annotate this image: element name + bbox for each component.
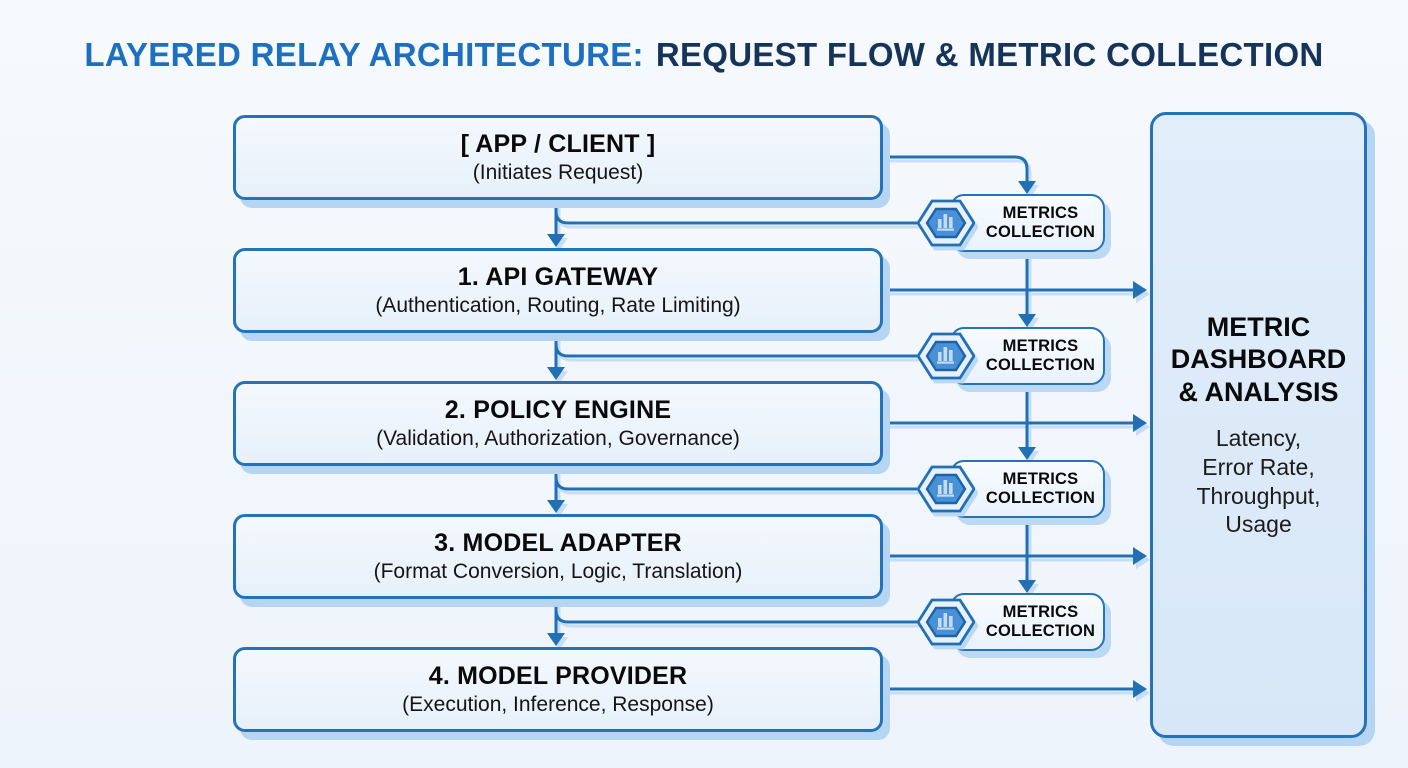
branch-to-badge1 [554, 200, 917, 225]
dashboard-metrics: Latency, Error Rate, Throughput, Usage [1196, 425, 1321, 538]
arrowhead-down-icon [547, 500, 565, 513]
metrics-badge-1: METRICS COLLECTION [950, 194, 1105, 252]
hexagon-bar-chart-icon [917, 598, 975, 646]
arrowhead-right-icon [1133, 680, 1147, 698]
hexagon-bar-chart-icon [917, 332, 975, 380]
branch-to-badge3 [554, 466, 917, 491]
layer-box-api-gateway: 1. API GATEWAY (Authentication, Routing,… [233, 248, 883, 333]
bar-chart-glyph [937, 347, 954, 364]
arrowhead-down-icon [1018, 447, 1036, 460]
hexagon-bar-chart-icon [917, 465, 975, 513]
branch-to-badge4 [554, 599, 917, 624]
page-title-secondary: REQUEST FLOW & METRIC COLLECTION [655, 36, 1324, 73]
layer-box-model-adapter: 3. MODEL ADAPTER (Format Conversion, Log… [233, 514, 883, 599]
metrics-badge-4: METRICS COLLECTION [950, 593, 1105, 651]
bar-chart-glyph [937, 480, 954, 497]
layer-name: 4. MODEL PROVIDER [428, 662, 688, 690]
arrowhead-right-icon [1133, 547, 1147, 565]
arrowhead-down-icon [1018, 181, 1036, 194]
bar-chart-glyph [937, 613, 954, 630]
layer-box-app-client: [ APP / CLIENT ] (Initiates Request) [233, 115, 883, 200]
arrowhead-down-icon [1018, 314, 1036, 327]
layer-detail: (Execution, Inference, Response) [402, 693, 714, 716]
bar-chart-glyph [937, 214, 954, 231]
arrowhead-down-icon [547, 367, 565, 380]
page-title: LAYERED RELAY ARCHITECTURE: REQUEST FLOW … [0, 36, 1408, 74]
connector-client-badge1 [883, 155, 1029, 181]
metrics-badge-label: METRICS COLLECTION [985, 203, 1096, 241]
layer-name: [ APP / CLIENT ] [460, 130, 656, 158]
dashboard-title: METRIC DASHBOARD & ANALYSIS [1170, 311, 1347, 407]
metrics-badge-label: METRICS COLLECTION [985, 602, 1096, 640]
metrics-badge-3: METRICS COLLECTION [950, 460, 1105, 518]
branch-to-badge2 [554, 333, 917, 358]
arrowhead-right-icon [1133, 281, 1147, 299]
arrowhead-down-icon [547, 633, 565, 646]
page-title-primary: LAYERED RELAY ARCHITECTURE: [84, 36, 644, 73]
hexagon-bar-chart-icon [917, 199, 975, 247]
layer-detail: (Format Conversion, Logic, Translation) [373, 560, 743, 583]
layer-box-model-provider: 4. MODEL PROVIDER (Execution, Inference,… [233, 647, 883, 732]
layer-detail: (Validation, Authorization, Governance) [376, 427, 740, 450]
metric-dashboard-box: METRIC DASHBOARD & ANALYSIS Latency, Err… [1150, 112, 1367, 738]
metrics-badge-2: METRICS COLLECTION [950, 327, 1105, 385]
arrowhead-down-icon [1018, 580, 1036, 593]
layer-detail: (Initiates Request) [472, 161, 644, 184]
layer-name: 3. MODEL ADAPTER [434, 529, 682, 557]
layer-name: 2. POLICY ENGINE [444, 396, 672, 424]
arrowhead-down-icon [547, 234, 565, 247]
arrowhead-right-icon [1133, 414, 1147, 432]
layer-detail: (Authentication, Routing, Rate Limiting) [375, 294, 741, 317]
metrics-badge-label: METRICS COLLECTION [985, 336, 1096, 374]
layer-name: 1. API GATEWAY [457, 263, 659, 291]
metrics-badge-label: METRICS COLLECTION [985, 469, 1096, 507]
layer-box-policy-engine: 2. POLICY ENGINE (Validation, Authorizat… [233, 381, 883, 466]
